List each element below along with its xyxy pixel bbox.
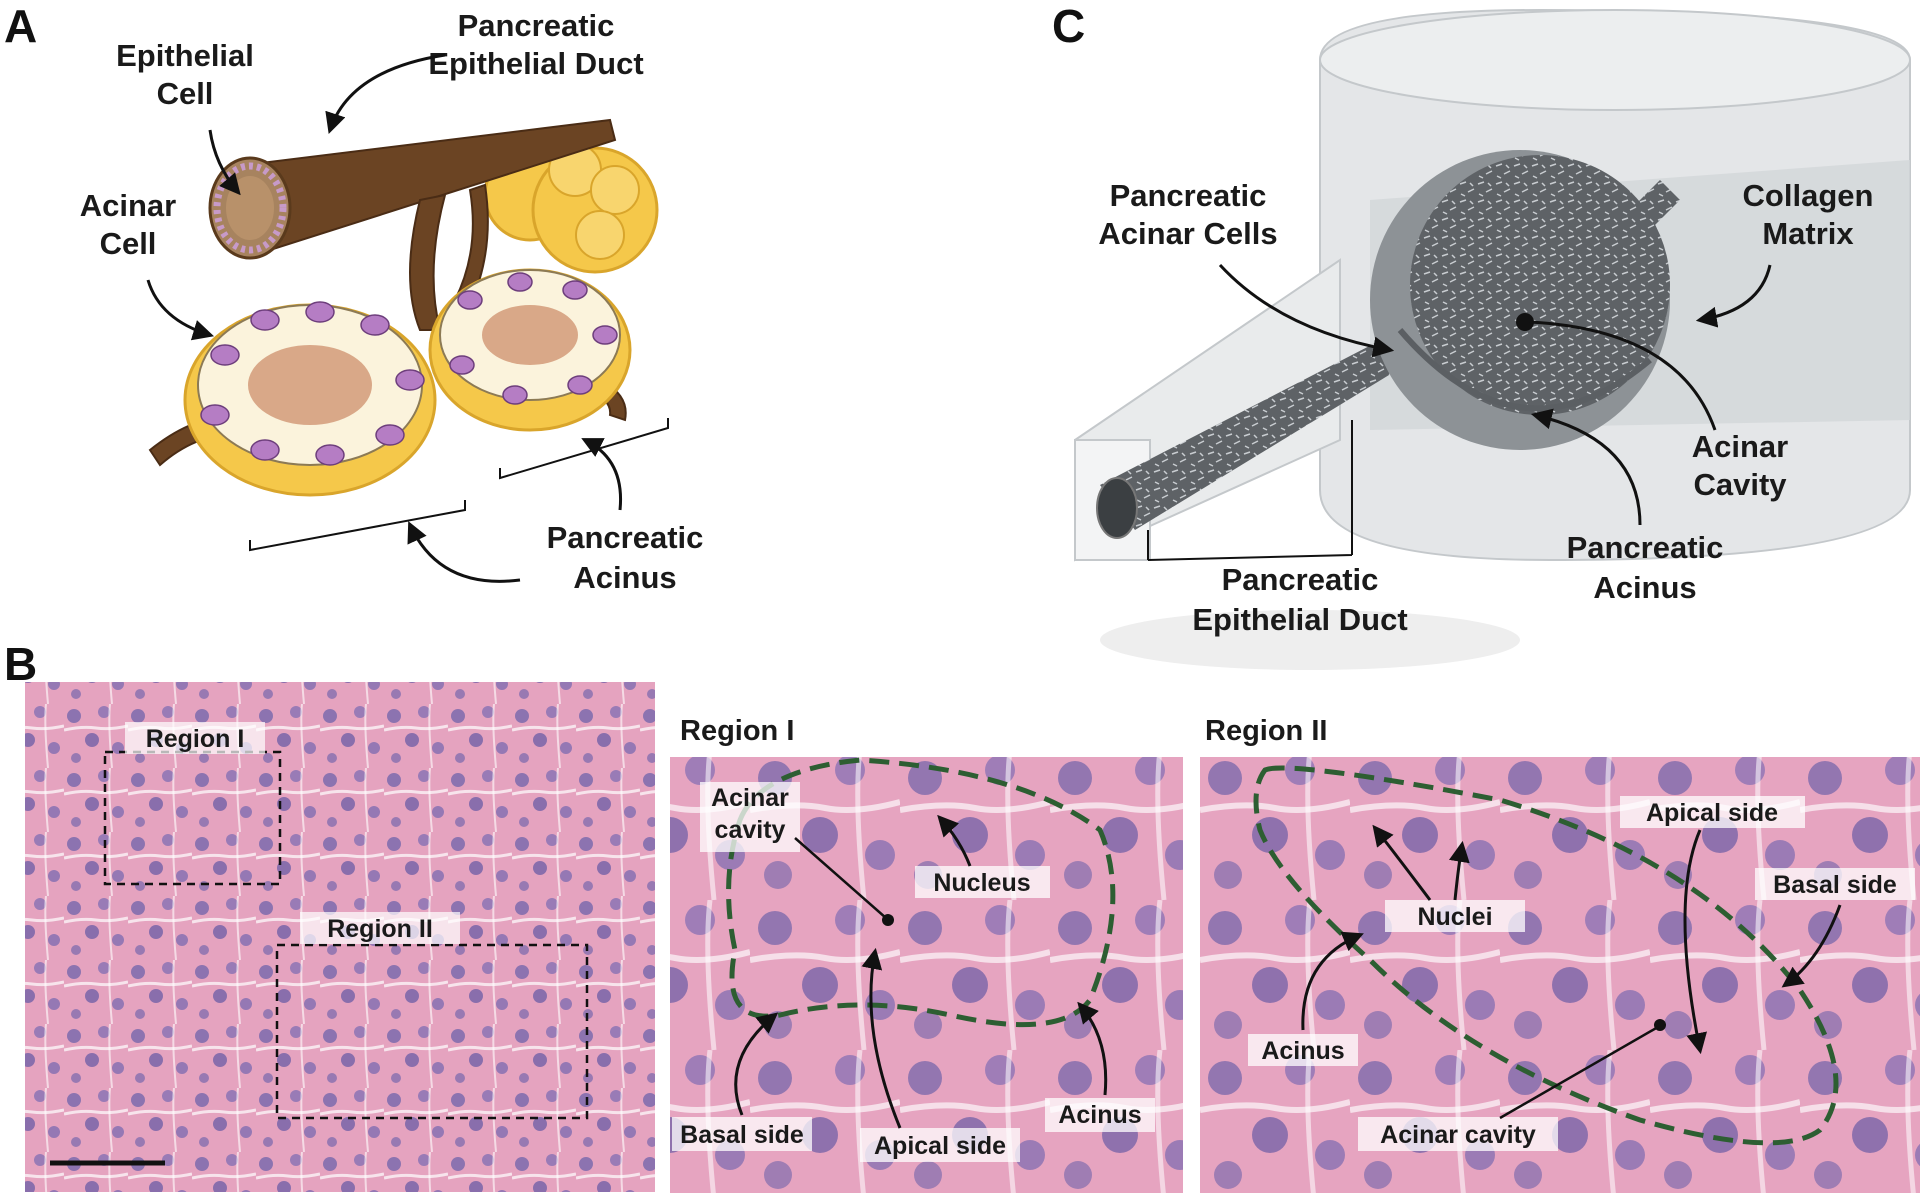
a-duct-label-line1: Pancreatic [458, 8, 615, 43]
a-duct-arrow [325, 53, 446, 134]
a-acinus-line1: Pancreatic [547, 520, 704, 555]
b2-basal-arrow [1781, 904, 1842, 988]
c-collagen-line1: Collagen [1743, 178, 1874, 213]
panel-a-letter: A [4, 0, 37, 52]
c-cavity-dot [1516, 313, 1534, 331]
b2-cavity-line [1499, 1025, 1659, 1120]
b2-nuclei-arrow-1 [1372, 824, 1432, 901]
b-overview-region1-label: Region I [146, 725, 245, 753]
c-acinus-line2: Acinus [1593, 570, 1696, 605]
b1-cavity-line2: cavity [715, 816, 786, 844]
b2-nuclei-arrow-2 [1448, 840, 1470, 901]
b1-basal-arrow [734, 1012, 779, 1116]
b1-acinus-label: Acinus [1058, 1101, 1141, 1129]
c-cavity-line2: Cavity [1693, 467, 1787, 502]
b2-nuclei-label: Nuclei [1417, 903, 1492, 931]
panel-b-letter: B [4, 638, 37, 690]
b2-acinus-label: Acinus [1261, 1037, 1344, 1065]
c-acinus-arrow [1530, 408, 1642, 526]
b-region2-title: Region II [1205, 715, 1327, 747]
acinus-bracket-left [249, 500, 466, 552]
c-acinus-line1: Pancreatic [1567, 530, 1724, 565]
a-epithelial-cell-line2: Cell [157, 76, 214, 111]
a-acinus-line2: Acinus [573, 560, 676, 595]
b2-cavity-label: Acinar cavity [1380, 1121, 1536, 1149]
b1-apical-label: Apical side [874, 1132, 1006, 1160]
a-acinus-arrow-right [581, 438, 623, 511]
c-duct-line2: Epithelial Duct [1192, 602, 1407, 637]
a-acinus-arrow-left [407, 521, 521, 583]
c-duct-line1: Pancreatic [1222, 562, 1379, 597]
panel-c-model [1074, 8, 1911, 670]
b1-cavity-line1: Acinar [711, 784, 789, 812]
c-cavity-line1: Acinar [1692, 429, 1788, 464]
panel-a-illustration [148, 118, 669, 552]
b2-apical-arrow [1683, 829, 1708, 1055]
b-region2-image [1200, 757, 1920, 1193]
b-overview [25, 682, 655, 1192]
c-collagen-arrow [1695, 264, 1772, 328]
a-acinar-cell-arrow [146, 279, 215, 341]
c-acinar-cells-arrow [1218, 263, 1395, 358]
a-acinar-cell-line2: Cell [100, 226, 157, 261]
b-region1-title: Region I [680, 715, 794, 747]
a-duct-label-line2: Epithelial Duct [428, 46, 643, 81]
c-acinar-cells-line2: Acinar Cells [1098, 216, 1277, 251]
background-acini [483, 143, 659, 274]
b2-acinus-arrow [1301, 931, 1364, 1031]
b-region2-box [275, 943, 589, 1120]
b2-basal-label: Basal side [1773, 871, 1897, 899]
c-cavity-line [1529, 320, 1717, 431]
b1-nucleus-arrow [937, 814, 972, 867]
b1-acinus-arrow [1077, 1001, 1108, 1096]
acini-cutaway [183, 268, 632, 497]
b1-basal-label: Basal side [680, 1121, 804, 1149]
b2-apical-label: Apical side [1646, 799, 1778, 827]
b1-cavity-line [794, 837, 887, 919]
c-collagen-line2: Matrix [1762, 216, 1854, 251]
b1-apical-arrow [861, 947, 902, 1129]
panel-c-letter: C [1052, 0, 1085, 52]
a-epithelial-arrow [208, 129, 241, 196]
a-acinar-cell-line1: Acinar [80, 188, 176, 223]
b1-nucleus-label: Nucleus [933, 869, 1030, 897]
c-acinar-cells-line1: Pancreatic [1110, 178, 1267, 213]
b-region1-image [670, 757, 1183, 1193]
a-epithelial-cell-line1: Epithelial [116, 38, 254, 73]
b-overview-region2-label: Region II [327, 915, 433, 943]
